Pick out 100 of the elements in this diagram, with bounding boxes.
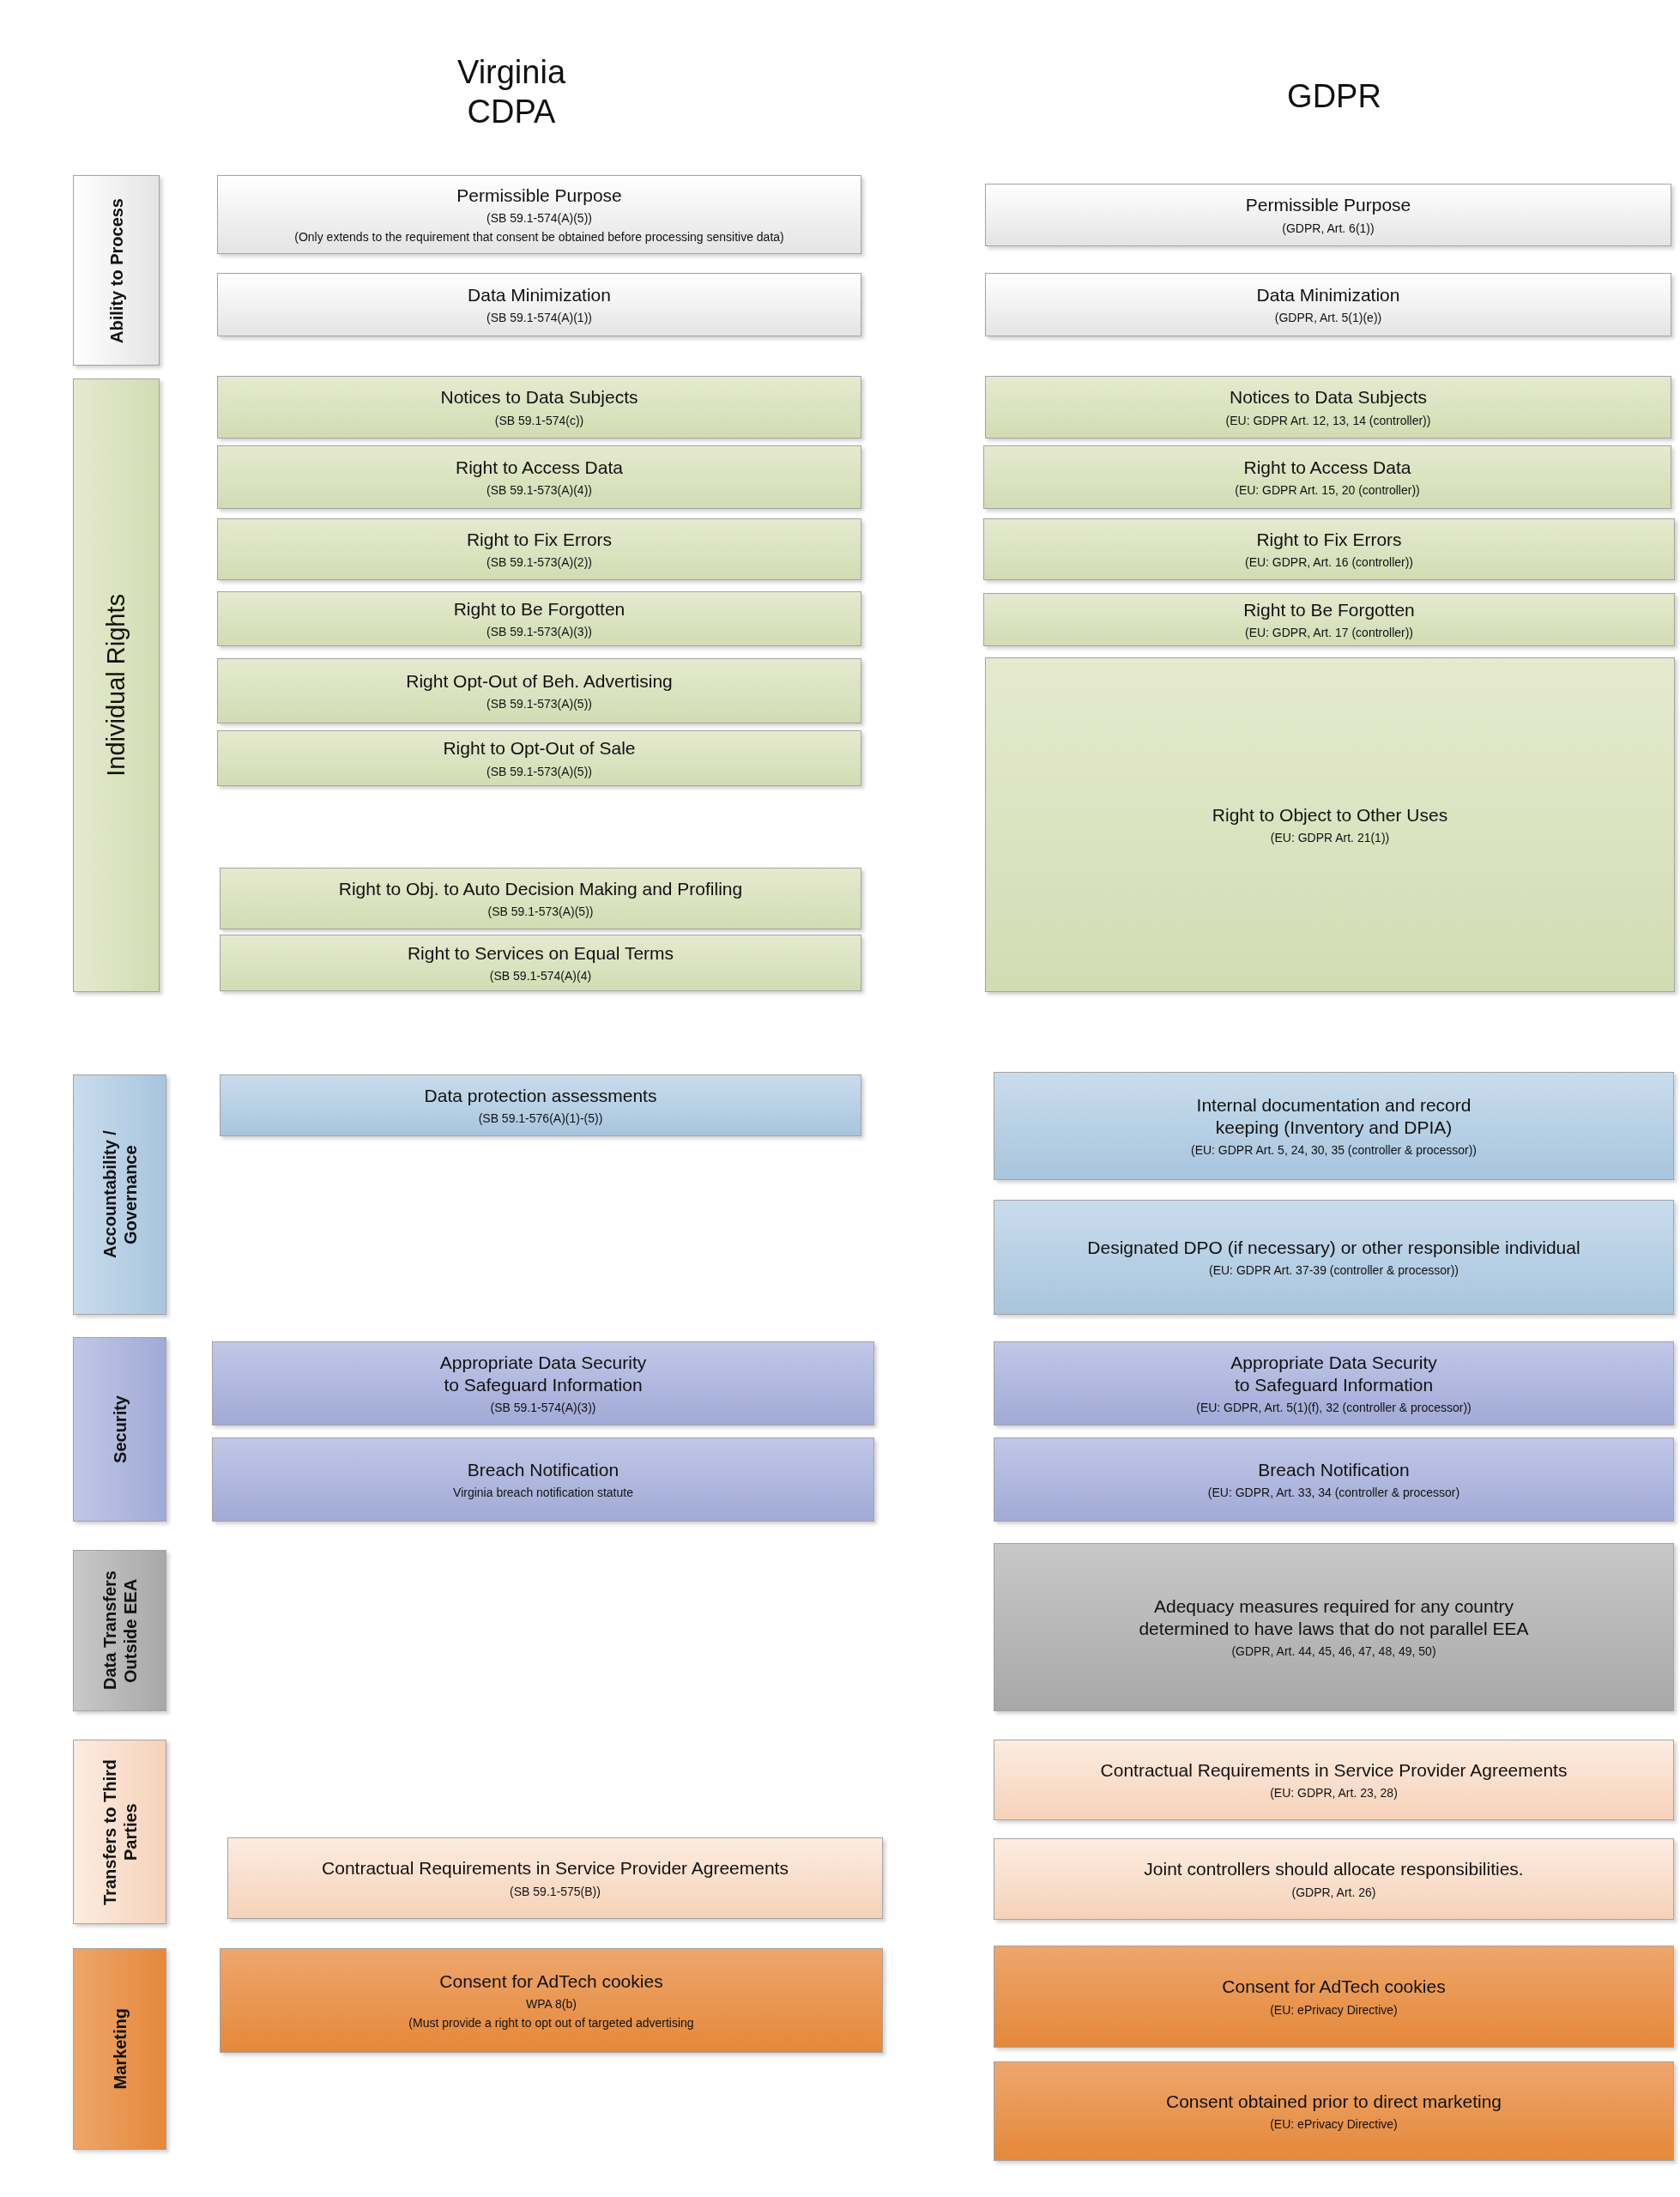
citation-text: (EU: GDPR Art. 12, 13, 14 (controller)) bbox=[1225, 412, 1431, 428]
requirement-box bbox=[220, 1074, 861, 1136]
note-text: (Only extends to the requirement that consent be obtained before processing sensitive data) bbox=[294, 229, 784, 245]
requirement-title: Notices to Data Subjects bbox=[1230, 386, 1427, 409]
column-header: GDPR bbox=[1286, 77, 1382, 116]
citation-text: (SB 59.1-573(A)(4)) bbox=[486, 482, 592, 499]
citation-text: (EU: ePrivacy Directive) bbox=[1270, 2116, 1398, 2133]
category-box bbox=[73, 1074, 166, 1315]
requirement-box bbox=[217, 445, 861, 509]
requirement-box bbox=[217, 591, 861, 646]
requirement-title: Consent for AdTech cookies bbox=[439, 1970, 663, 1993]
requirement-title: Permissible Purpose bbox=[456, 184, 622, 207]
requirement-title: Appropriate Data Security to Safeguard Information bbox=[1230, 1351, 1438, 1396]
requirement-box bbox=[994, 1838, 1674, 1920]
requirement-box bbox=[983, 518, 1675, 580]
column-header: Virginia CDPA bbox=[456, 53, 566, 131]
requirement-box bbox=[217, 730, 861, 786]
citation-text: (EU: GDPR, Art. 23, 28) bbox=[1270, 1785, 1398, 1801]
category-label: Individual Rights bbox=[101, 594, 131, 777]
requirement-box bbox=[994, 1543, 1674, 1711]
citation-text: (SB 59.1-573(A)(2)) bbox=[486, 554, 592, 571]
category-label: Data Transfers Outside EEA bbox=[99, 1570, 141, 1692]
category-label: Accountability / Governance bbox=[99, 1129, 141, 1261]
citation-text: (EU: GDPR Art. 37-39 (controller & processor)) bbox=[1209, 1262, 1459, 1279]
category-box bbox=[73, 175, 160, 366]
requirement-title: Contractual Requirements in Service Provider Agreements bbox=[1100, 1758, 1568, 1782]
requirement-box bbox=[227, 1837, 883, 1919]
citation-text: (EU: GDPR Art. 5, 24, 30, 35 (controller & processor)) bbox=[1191, 1142, 1477, 1159]
requirement-title: Data Minimization bbox=[468, 283, 611, 306]
requirement-title: Data protection assessments bbox=[424, 1084, 657, 1107]
requirement-title: Right Opt-Out of Beh. Advertising bbox=[406, 669, 673, 693]
requirement-box bbox=[985, 657, 1675, 992]
requirement-box bbox=[217, 175, 861, 254]
category-box bbox=[73, 1740, 166, 1924]
requirement-title: Notices to Data Subjects bbox=[440, 386, 638, 409]
requirement-box bbox=[985, 184, 1671, 246]
requirement-box bbox=[217, 376, 861, 439]
requirement-box bbox=[212, 1341, 874, 1425]
requirement-box bbox=[217, 658, 861, 723]
requirement-title: Right to Fix Errors bbox=[1256, 528, 1402, 551]
requirement-title: Designated DPO (if necessary) or other responsible individual bbox=[1087, 1236, 1580, 1259]
requirement-title: Breach Notification bbox=[467, 1458, 619, 1481]
note-text: (Must provide a right to opt out of targeted advertising bbox=[408, 2015, 694, 2031]
citation-text: (GDPR, Art. 44, 45, 46, 47, 48, 49, 50) bbox=[1231, 1643, 1436, 1660]
citation-text: (SB 59.1-573(A)(5)) bbox=[486, 696, 592, 712]
citation-text: (SB 59.1-574(A)(5)) bbox=[486, 209, 592, 227]
category-label: Transfers to Third Parties bbox=[99, 1758, 141, 1907]
citation-text: (SB 59.1-574(A)(3)) bbox=[490, 1400, 596, 1416]
requirement-title: Right to Obj. to Auto Decision Making and Profiling bbox=[338, 877, 743, 900]
category-label: Ability to Process bbox=[106, 197, 127, 343]
citation-text: Virginia breach notification statute bbox=[453, 1485, 633, 1501]
category-box bbox=[73, 1948, 166, 2150]
requirement-box bbox=[985, 376, 1671, 439]
requirement-box bbox=[220, 935, 861, 991]
requirement-box bbox=[985, 273, 1671, 336]
requirement-box bbox=[217, 273, 861, 336]
citation-text: (EU: GDPR, Art. 17 (controller)) bbox=[1244, 625, 1413, 641]
requirement-box bbox=[994, 2061, 1674, 2161]
citation-text: (EU: GDPR, Art. 33, 34 (controller & processor) bbox=[1207, 1485, 1460, 1501]
requirement-box bbox=[983, 593, 1675, 646]
requirement-box bbox=[983, 445, 1671, 509]
requirement-title: Right to Access Data bbox=[1243, 456, 1411, 479]
requirement-title: Consent for AdTech cookies bbox=[1222, 1976, 1446, 1999]
requirement-title: Consent obtained prior to direct marketing bbox=[1165, 2090, 1502, 2113]
requirement-title: Right to Be Forgotten bbox=[1243, 598, 1415, 621]
requirement-title: Adequacy measures required for any country determined to have laws that do not parallel EEA bbox=[1138, 1595, 1530, 1640]
citation-text: (GDPR, Art. 26) bbox=[1291, 1884, 1376, 1900]
citation-text: (SB 59.1-574(A)(4) bbox=[489, 968, 592, 984]
requirement-title: Right to Object to Other Uses bbox=[1212, 803, 1448, 826]
requirement-title: Right to Services on Equal Terms bbox=[407, 941, 674, 965]
requirement-box bbox=[220, 868, 861, 929]
citation-text: (GDPR, Art. 5(1)(e)) bbox=[1274, 310, 1382, 326]
citation-text: (SB 59.1-573(A)(5)) bbox=[487, 904, 594, 920]
requirement-title: Right to Opt-Out of Sale bbox=[443, 737, 636, 760]
citation-text: (EU: GDPR, Art. 16 (controller)) bbox=[1244, 554, 1413, 571]
citation-text: WPA 8(b) bbox=[526, 1995, 577, 2012]
citation-text: (SB 59.1-573(A)(5)) bbox=[486, 763, 592, 779]
citation-text: (GDPR, Art. 6(1)) bbox=[1282, 220, 1375, 236]
requirement-box bbox=[994, 1437, 1674, 1522]
citation-text: (EU: GDPR, Art. 5(1)(f), 32 (controller & processor)) bbox=[1196, 1400, 1472, 1416]
citation-text: (SB 59.1-576(A)(1)-(5)) bbox=[478, 1111, 603, 1127]
citation-text: (SB 59.1-574(c)) bbox=[494, 412, 584, 428]
requirement-box bbox=[994, 1072, 1674, 1180]
requirement-box bbox=[217, 518, 861, 580]
requirement-title: Data Minimization bbox=[1256, 283, 1400, 306]
requirement-title: Breach Notification bbox=[1258, 1458, 1410, 1481]
citation-text: (SB 59.1-575(B)) bbox=[510, 1883, 601, 1899]
category-box bbox=[73, 378, 160, 992]
requirement-box bbox=[994, 1341, 1674, 1425]
requirement-box bbox=[994, 1946, 1674, 2048]
requirement-title: Contractual Requirements in Service Provider Agreements bbox=[322, 1857, 789, 1880]
requirement-title: Right to Fix Errors bbox=[466, 528, 613, 551]
citation-text: (SB 59.1-574(A)(1)) bbox=[486, 310, 592, 326]
citation-text: (EU: ePrivacy Directive) bbox=[1270, 2001, 1398, 2018]
category-box bbox=[73, 1337, 166, 1522]
requirement-title: Joint controllers should allocate responsibilities. bbox=[1144, 1858, 1524, 1881]
category-label: Security bbox=[109, 1395, 130, 1463]
requirement-title: Right to Access Data bbox=[456, 456, 623, 479]
requirement-title: Appropriate Data Security to Safeguard Information bbox=[438, 1351, 648, 1396]
citation-text: (EU: GDPR Art. 21(1)) bbox=[1270, 830, 1390, 846]
